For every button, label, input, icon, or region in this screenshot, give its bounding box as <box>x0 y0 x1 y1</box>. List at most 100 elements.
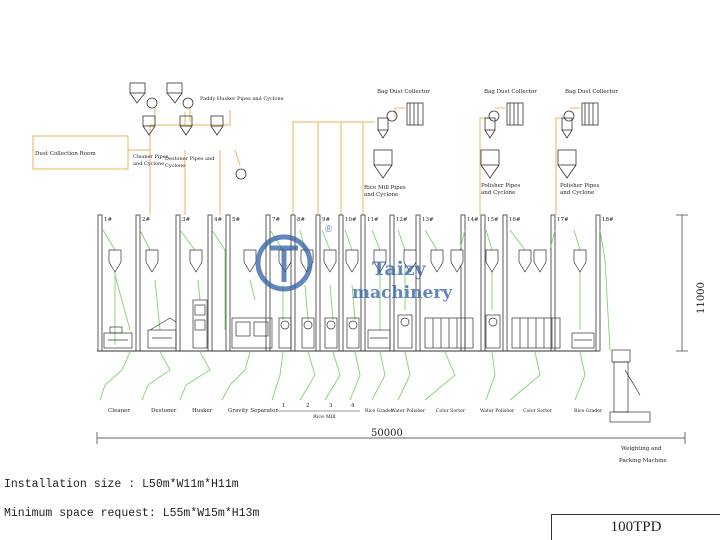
elevator-column <box>502 214 508 352</box>
rice-grader-machine-1 <box>367 329 391 349</box>
hopper <box>345 249 359 273</box>
color-sorter-label-1: Color Sorter <box>436 408 466 414</box>
husker-machine <box>192 299 208 349</box>
hopper <box>533 249 547 273</box>
hoppers <box>108 249 587 273</box>
rice-grader-label-1: Rice Grader <box>365 408 394 414</box>
packing-machine <box>609 349 651 423</box>
elevator-number: 18# <box>602 217 614 223</box>
hopper <box>243 249 257 273</box>
gravity-separator-machine <box>231 317 273 349</box>
dust-collection-room-box <box>32 135 129 170</box>
hopper <box>573 249 587 273</box>
elevator-column <box>290 214 296 352</box>
dimension-lines <box>96 214 688 444</box>
elevator-column <box>315 214 321 352</box>
polisher-pipes-label-2a: Polisher Pipes <box>560 183 600 189</box>
destoner-pipes-label-1: Destoner Pipes and <box>165 156 215 162</box>
elevator-column <box>225 214 231 352</box>
elevator-column <box>595 214 601 352</box>
elevator-number: 12# <box>396 217 408 223</box>
elevator-column <box>550 214 556 352</box>
mill-number-2: 2 <box>306 403 310 409</box>
hopper <box>373 249 387 273</box>
destoner-machine <box>147 317 177 349</box>
elevator-number: 14# <box>467 217 479 223</box>
hopper <box>485 249 499 273</box>
color-sorter-label-2: Color Sorter <box>523 408 553 414</box>
elevator-column <box>460 214 466 352</box>
length-dimension: 50000 <box>371 428 403 439</box>
elevator-number: 5# <box>232 217 240 223</box>
destoner-label: Destoner <box>151 408 177 414</box>
elevator-columns <box>97 214 601 352</box>
hopper <box>450 249 464 273</box>
hopper <box>403 249 417 273</box>
watermark-line-2: machinery <box>352 283 453 303</box>
elevator-column <box>480 214 486 352</box>
rice-mill-label: Rice Mill <box>313 414 336 420</box>
elevator-number: 1# <box>104 217 112 223</box>
height-dimension: 11000 <box>696 282 707 314</box>
installation-size-text: Installation size : L50m*W11m*H11m <box>4 478 239 491</box>
bag-dust-label-2: Bag Dust Collector <box>484 89 537 95</box>
hopper <box>108 249 122 273</box>
color-sorter-machine-1 <box>424 317 474 349</box>
elevator-number: 7# <box>272 217 280 223</box>
elevator-column <box>175 214 181 352</box>
elevator-number: 15# <box>487 217 499 223</box>
water-polisher-machine-2 <box>485 314 501 349</box>
cleaner-machine <box>103 326 133 349</box>
color-sorter-machine-2 <box>511 317 561 349</box>
gravity-separator-label: Gravity Separator <box>228 408 278 414</box>
taizy-watermark: ® Taizy machinery <box>255 224 453 303</box>
mill-number-4: 4 <box>351 403 355 409</box>
water-polisher-label-1: Water Polisher <box>391 408 426 414</box>
elevator-column <box>135 214 141 352</box>
weighing-label-1: Weighting and <box>621 446 662 452</box>
hopper <box>323 249 337 273</box>
hopper <box>518 249 532 273</box>
elevator-number: 11# <box>367 217 379 223</box>
weighing-label-2: Packing Machine <box>619 458 667 464</box>
elevator-number: 10# <box>345 217 357 223</box>
bag-dust-collector-3 <box>557 102 599 179</box>
husker-label: Husker <box>192 408 213 414</box>
machines <box>103 299 651 423</box>
elevator-number: 2# <box>142 217 150 223</box>
bag-dust-label-3: Bag Dust Collector <box>565 89 618 95</box>
registered-mark: ® <box>325 224 333 235</box>
watermark-line-1: Taizy <box>372 258 427 280</box>
elevator-number: 3# <box>182 217 190 223</box>
elevator-number: 9# <box>322 217 330 223</box>
bag-dust-label-1: Bag Dust Collector <box>377 89 430 95</box>
elevator-column <box>338 214 344 352</box>
elevator-column <box>97 214 103 352</box>
mill-number-3: 3 <box>329 403 333 409</box>
rice-mill-machines <box>278 317 360 349</box>
elevator-number: 4# <box>214 217 222 223</box>
elevator-number: 16# <box>509 217 521 223</box>
capacity-label: 100TPD <box>551 514 720 540</box>
rice-grader-machine-2 <box>571 332 595 349</box>
water-polisher-machine-1 <box>397 314 413 349</box>
machine-labels: Cleaner Destoner Husker Gravity Separato… <box>108 403 667 464</box>
cleaner-label: Cleaner <box>108 408 130 414</box>
rice-mill-pipes-label-1: Rice Mill Pipes <box>364 185 406 191</box>
cyclone-group-left <box>129 82 247 180</box>
cleaner-pipes-label-1: Cleaner Pipes <box>133 154 169 160</box>
polisher-pipes-label-2b: and Cyclone <box>560 190 594 196</box>
hopper <box>145 249 159 273</box>
elevator-number: 13# <box>422 217 434 223</box>
rice-mill-pipes-label-2: and Cyclone <box>364 192 398 198</box>
mill-number-1: 1 <box>282 403 286 409</box>
elevator-number-labels: 1#2#3#4#5#7#8#9#10#11#12#13#14#15#16#17#… <box>104 217 614 223</box>
orange-pipes-rice-mill <box>292 107 580 215</box>
cleaner-pipes-label-2: and Cyclone <box>133 161 164 167</box>
elevator-number: 8# <box>297 217 305 223</box>
water-polisher-label-2: Water Polisher <box>480 408 515 414</box>
minimum-space-text: Minimum space request: L55m*W15m*H13m <box>4 507 260 520</box>
bag-dust-collector-2 <box>480 102 524 179</box>
dust-room-label: Dust Collection Room <box>35 151 96 157</box>
